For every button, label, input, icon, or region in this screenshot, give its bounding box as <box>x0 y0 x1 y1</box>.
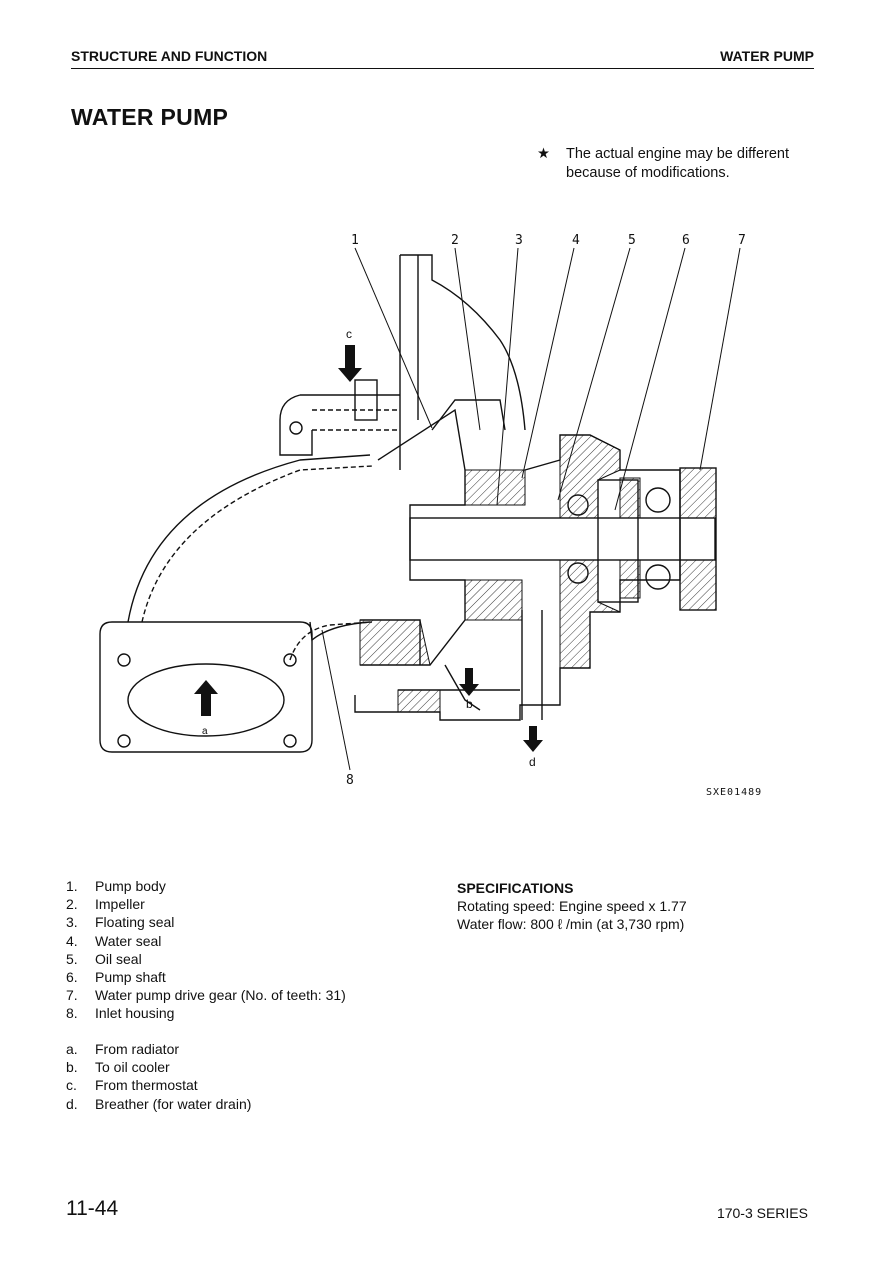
flow-arrow-c <box>338 345 362 382</box>
callout-1: 1 <box>351 233 359 248</box>
inlet-port <box>127 663 285 737</box>
flow-label-d: d <box>529 755 536 769</box>
flow-label-b: b <box>466 697 473 711</box>
note-text: The actual engine may be different becau… <box>566 146 790 181</box>
callout-3: 3 <box>515 233 523 248</box>
specifications: SPECIFICATIONS Rotating speed: Engine sp… <box>457 879 687 934</box>
callout-4: 4 <box>572 233 580 248</box>
flow-label-c: c <box>346 327 352 341</box>
flow-arrow-b <box>459 668 479 696</box>
callout-8: 8 <box>346 773 354 788</box>
spec-line: Water flow: 800 ℓ /min (at 3,730 rpm) <box>457 916 685 933</box>
star-icon: ★ <box>537 146 550 162</box>
thermostat-inlet <box>279 394 313 456</box>
callout-2: 2 <box>451 233 459 248</box>
figure-code: SXE01489 <box>706 787 763 798</box>
inlet-housing <box>127 454 371 623</box>
spec-line: Rotating speed: Engine speed x 1.77 <box>457 898 687 915</box>
section-title: STRUCTURE AND FUNCTION <box>71 48 268 64</box>
flow-label-a: a <box>202 726 208 737</box>
callout-5: 5 <box>628 233 636 248</box>
topic-title: WATER PUMP <box>720 48 814 64</box>
callout-7: 7 <box>738 233 746 248</box>
series-label: 170-3 SERIES <box>716 1205 808 1221</box>
page-number: 11-44 <box>66 1197 119 1220</box>
specifications-heading: SPECIFICATIONS <box>457 880 574 896</box>
pump-body <box>400 254 526 431</box>
callout-6: 6 <box>682 233 690 248</box>
page-header: STRUCTURE AND FUNCTION WATER PUMP <box>71 48 814 69</box>
flow-arrow-d <box>523 726 543 752</box>
pump-shaft <box>409 517 716 561</box>
page-title: WATER PUMP <box>71 104 229 130</box>
flow-arrow-a <box>194 680 218 716</box>
